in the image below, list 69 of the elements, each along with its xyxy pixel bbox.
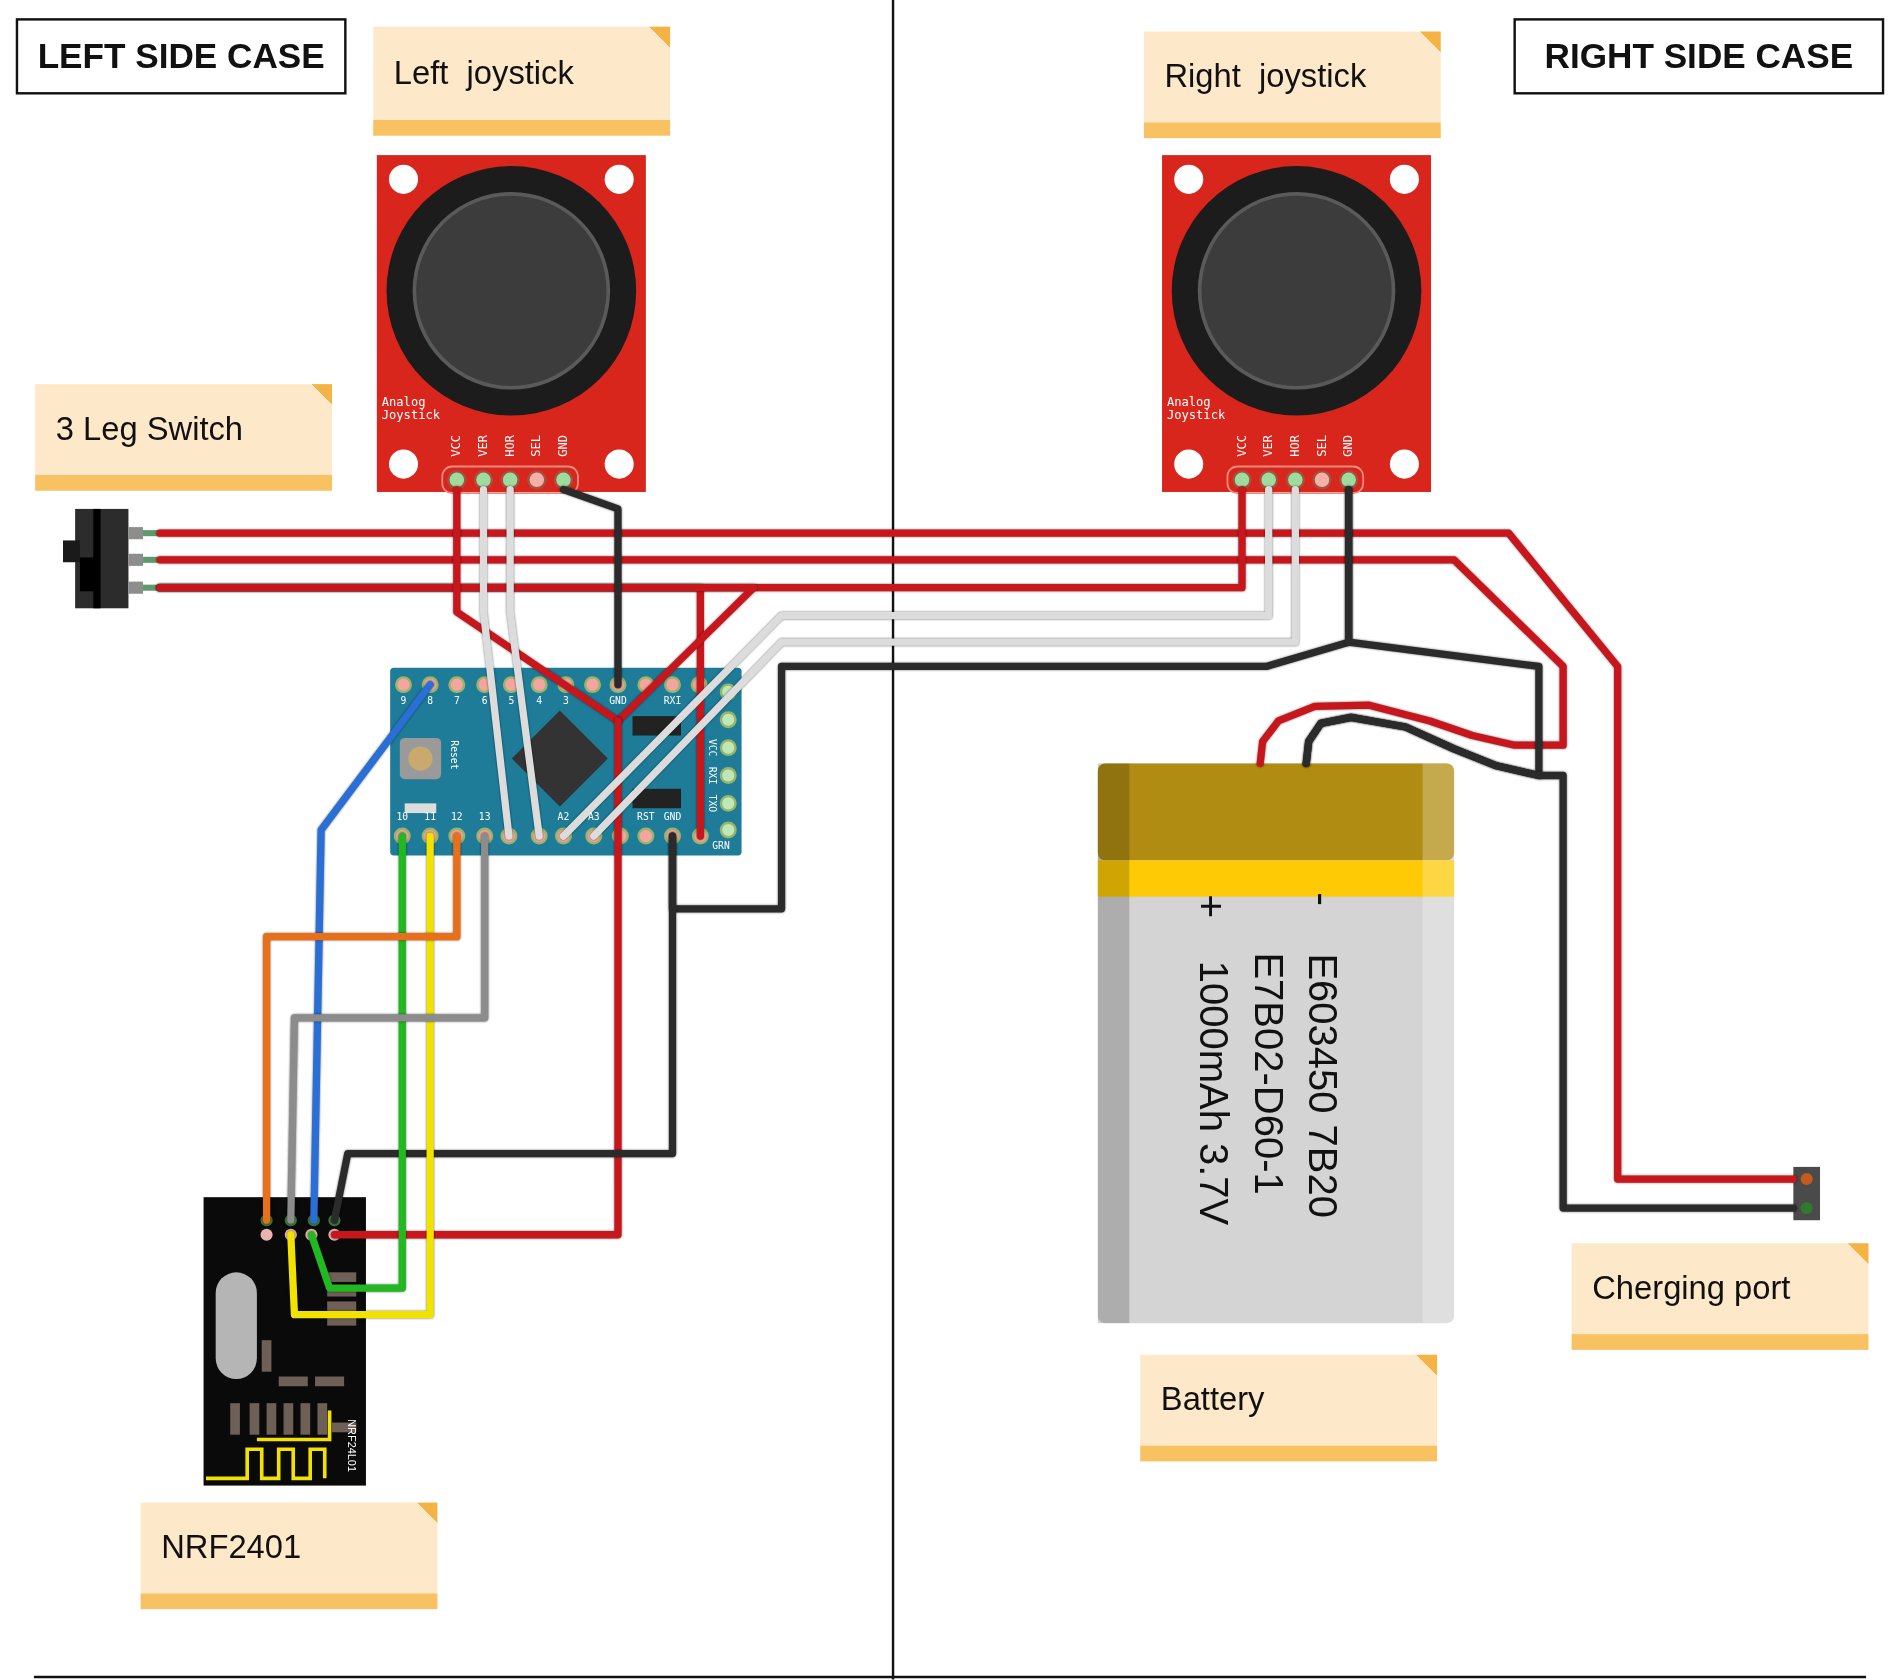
pin-label: RXI — [663, 696, 682, 707]
pin-label: RXI — [706, 766, 717, 785]
pin-label: 8 — [427, 696, 434, 707]
pin-label: 13 — [478, 813, 491, 823]
pin-label: GND — [557, 434, 570, 457]
pin-label: Analog Joystick — [381, 395, 442, 422]
case-title: RIGHT SIDE CASE — [1544, 36, 1854, 77]
wire — [156, 584, 758, 725]
pin-label: A2 — [557, 813, 570, 823]
wire — [262, 832, 461, 1224]
battery-label: E603450 7B20 — [1303, 953, 1344, 1218]
pin-label: 11 — [424, 813, 436, 823]
note-text: Cherging port — [1592, 1269, 1791, 1308]
sticky-note — [1143, 31, 1441, 139]
note-text: Left joystick — [393, 54, 574, 93]
sticky-note — [140, 1502, 438, 1610]
pin-label: RST — [637, 813, 655, 823]
wire — [559, 485, 622, 689]
case-title: LEFT SIDE CASE — [37, 36, 325, 77]
sticky-note — [1571, 1243, 1869, 1350]
pin-label: GND — [1342, 434, 1355, 457]
pin-label: 10 — [396, 813, 409, 823]
wire — [287, 832, 489, 1224]
pin-label: 9 — [400, 696, 407, 707]
battery-label: 1000mAh 3.7V — [1194, 960, 1235, 1226]
wire — [506, 485, 543, 840]
title-box — [15, 18, 347, 95]
battery-label: E7B02-D60-1 — [1248, 952, 1289, 1195]
note-text: Battery — [1160, 1381, 1265, 1419]
pin-label: GND — [663, 813, 682, 823]
pin-label: GND — [609, 696, 627, 707]
pin-label: A3 — [587, 813, 600, 823]
pin-label: VER — [1262, 434, 1275, 457]
module-label: NRF24L01 — [345, 1419, 357, 1472]
pin-label: VCC — [450, 434, 463, 457]
pin-label: SEL — [530, 434, 543, 457]
wire — [156, 556, 1567, 768]
pin-label: SEL — [1315, 434, 1329, 457]
pin-label: 3 — [562, 696, 569, 707]
sticky-note — [373, 26, 671, 136]
pin-label: 6 — [481, 696, 488, 707]
pin-label: VCC — [1235, 434, 1249, 457]
title-box — [1513, 18, 1885, 95]
wire — [1302, 713, 1797, 1212]
pin-label: HOR — [1289, 434, 1302, 457]
wire — [307, 832, 406, 1292]
pin-label: GRN — [712, 842, 730, 852]
sticky-note — [35, 384, 332, 491]
pin-label: TXO — [706, 794, 717, 813]
note-text: NRF2401 — [161, 1529, 302, 1567]
note-text: Right joystick — [1164, 58, 1367, 96]
pin-label: 7 — [453, 696, 460, 707]
pin-label: HOR — [504, 434, 517, 457]
pin-label: Analog Joystick — [1166, 395, 1227, 422]
pin-label: VER — [477, 434, 490, 457]
note-text: 3 Leg Switch — [55, 410, 244, 449]
wire — [287, 832, 434, 1319]
pin-label: VCC — [706, 738, 717, 757]
wire — [310, 681, 434, 1224]
battery-label: + — [1191, 894, 1233, 919]
wire — [479, 485, 513, 840]
battery-label: - — [1302, 892, 1344, 906]
sticky-note — [1140, 1354, 1438, 1462]
pin-label: Reset — [448, 740, 459, 770]
wire — [330, 832, 677, 1224]
pin-label: 5 — [508, 696, 515, 707]
pin-label: 12 — [451, 813, 463, 823]
wire — [156, 529, 1797, 1183]
pin-label: 4 — [536, 696, 543, 707]
